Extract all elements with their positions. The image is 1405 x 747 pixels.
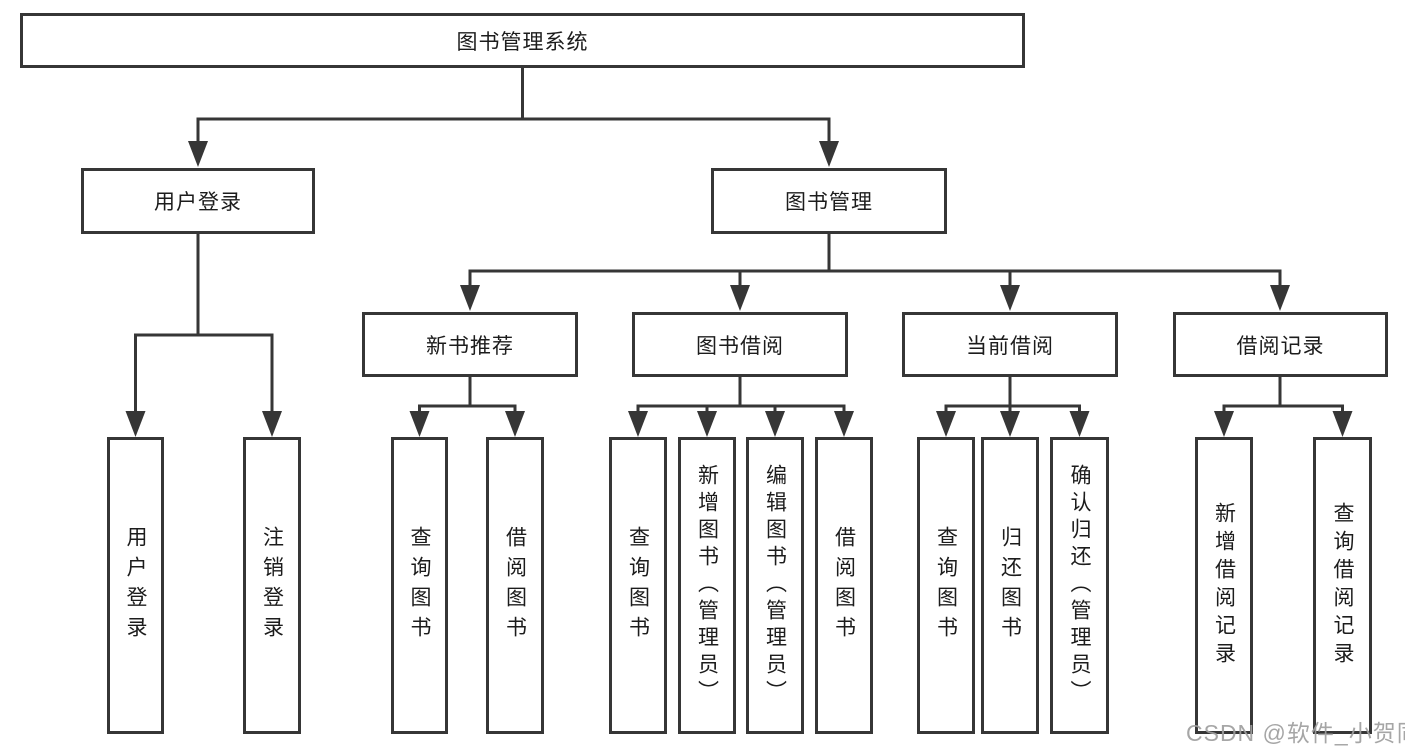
connector-root-to-level1 xyxy=(196,67,831,146)
arrow-icon xyxy=(730,285,750,311)
leaf-borrow-book: 借阅图书 xyxy=(815,437,873,734)
node-borrowing-records: 借阅记录 xyxy=(1173,312,1388,377)
leaf-query-borrow-record: 查询借阅记录 xyxy=(1313,437,1372,734)
arrow-icon xyxy=(1270,285,1290,311)
arrow-icon xyxy=(936,411,956,437)
arrow-icon xyxy=(819,141,839,167)
leaf-edit-book-admin: 编辑图书（管理员） xyxy=(746,437,804,734)
arrow-icon xyxy=(697,411,717,437)
node-book-borrowing: 图书借阅 xyxy=(632,312,848,377)
csdn-watermark: CSDN @软件_小贺同学 xyxy=(1186,720,1405,746)
arrow-icon xyxy=(409,411,430,437)
node-root-system: 图书管理系统 xyxy=(20,13,1025,68)
leaf-return-book: 归还图书 xyxy=(981,437,1039,734)
arrow-icon xyxy=(1069,411,1090,437)
connector-newbookrec-to-leaves xyxy=(418,377,517,416)
leaf-borrow-book: 借阅图书 xyxy=(486,437,544,734)
arrow-icon xyxy=(765,411,785,437)
leaf-query-book: 查询图书 xyxy=(391,437,448,734)
leaf-confirm-return-admin: 确认归还（管理员） xyxy=(1050,437,1109,734)
connector-currentborrow-to-leaves xyxy=(944,377,1081,416)
leaf-query-book: 查询图书 xyxy=(609,437,667,734)
node-user-login: 用户登录 xyxy=(81,168,315,234)
connector-userlogin-to-leaves xyxy=(134,234,274,416)
arrow-icon xyxy=(1000,285,1020,311)
arrow-icon xyxy=(262,411,282,437)
arrow-icon xyxy=(628,411,648,437)
node-book-management: 图书管理 xyxy=(711,168,947,234)
arrow-icon xyxy=(460,285,480,311)
arrow-icon xyxy=(125,411,146,437)
arrow-icon xyxy=(1000,411,1020,437)
connector-bookborrow-to-leaves xyxy=(636,377,846,416)
leaf-add-borrow-record: 新增借阅记录 xyxy=(1195,437,1253,734)
connector-borrowrecords-to-leaves xyxy=(1222,377,1344,416)
node-current-borrowing: 当前借阅 xyxy=(902,312,1118,377)
leaf-add-book-admin: 新增图书（管理员） xyxy=(678,437,736,734)
arrow-icon xyxy=(1214,411,1234,437)
node-new-book-recommendation: 新书推荐 xyxy=(362,312,578,377)
arrow-icon xyxy=(834,411,854,437)
connector-bookmgmt-to-level2 xyxy=(468,234,1282,290)
arrow-icon xyxy=(505,411,525,437)
arrow-icon xyxy=(188,141,208,167)
leaf-logout: 注销登录 xyxy=(243,437,301,734)
leaf-query-book: 查询图书 xyxy=(917,437,975,734)
arrow-icon xyxy=(1332,411,1353,437)
leaf-user-login: 用户登录 xyxy=(107,437,164,734)
